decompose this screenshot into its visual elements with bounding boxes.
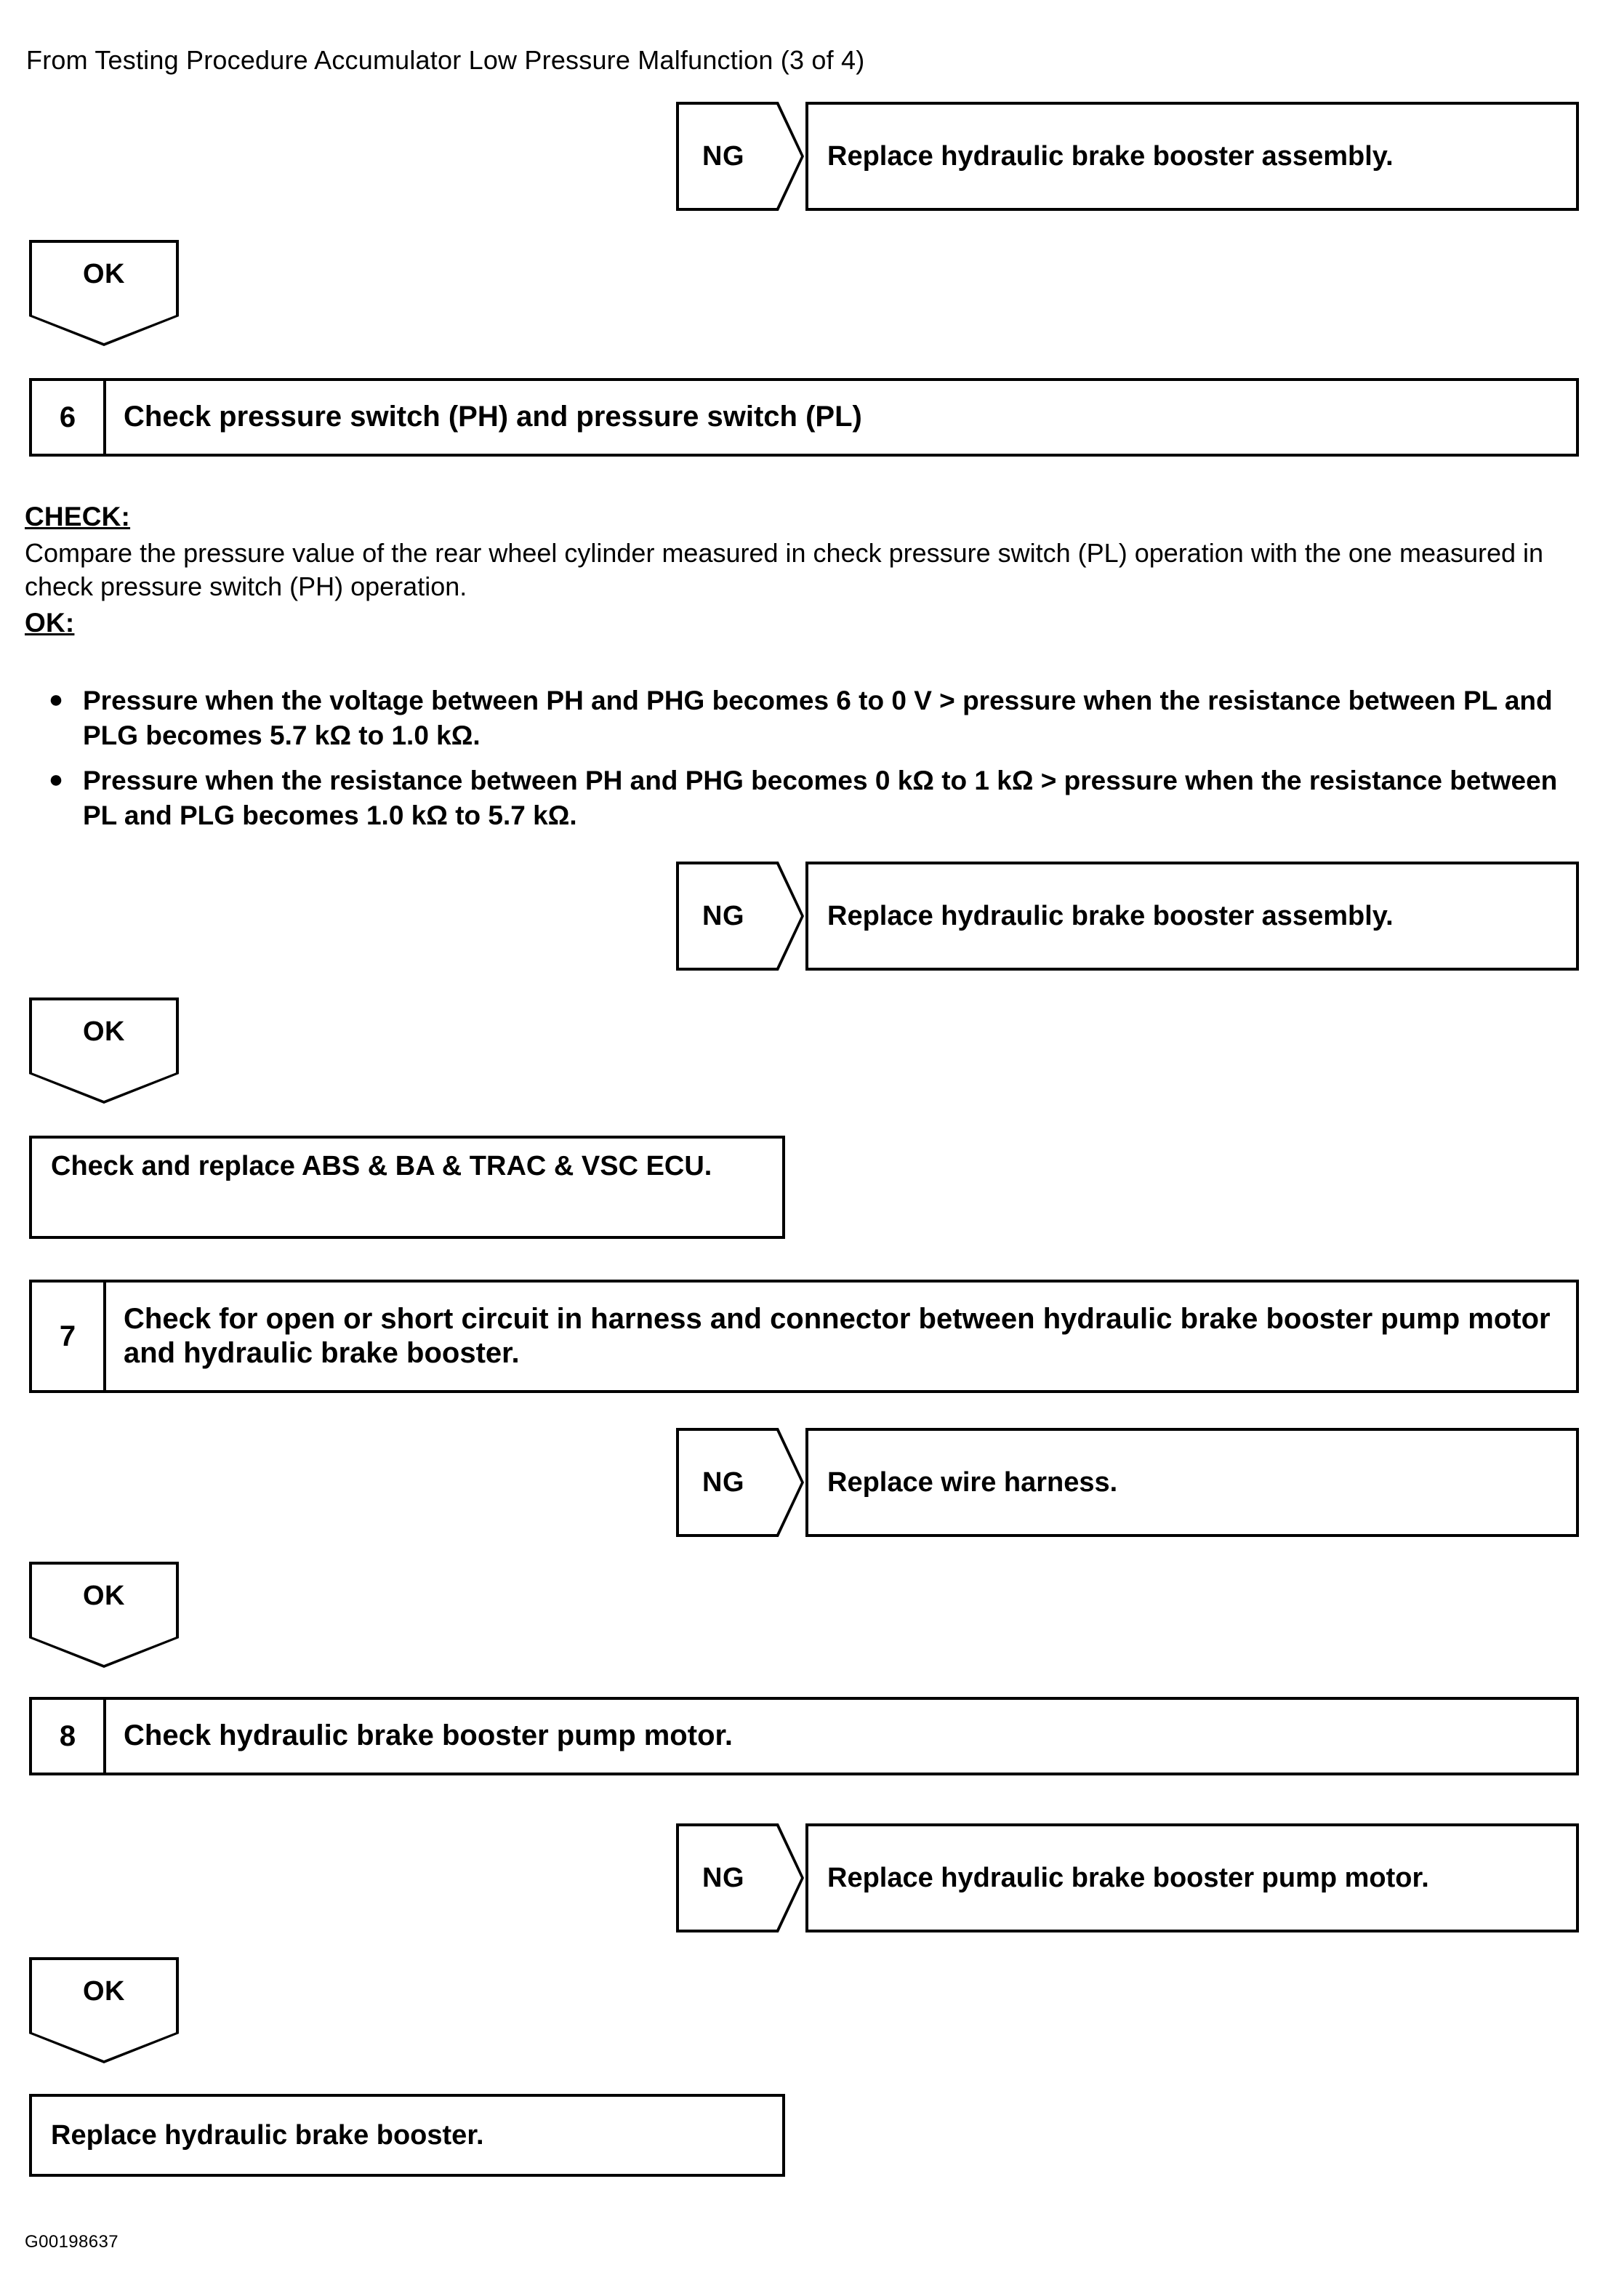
ok-bullet-1: Pressure when the voltage between PH and… bbox=[83, 686, 1553, 751]
check-body: Compare the pressure value of the rear w… bbox=[25, 538, 1544, 602]
step-6-title: Check pressure switch (PH) and pressure … bbox=[124, 401, 862, 433]
ok-arrow-3-label: OK bbox=[83, 1581, 125, 1611]
ng-result-box-1: Replace hydraulic brake booster assembly… bbox=[805, 102, 1579, 211]
ng-arrow-3: NG bbox=[676, 1428, 804, 1537]
ng-result-box-2: Replace hydraulic brake booster assembly… bbox=[805, 862, 1579, 971]
final-result-box: Replace hydraulic brake booster. bbox=[29, 2094, 785, 2177]
step-7-number: 7 bbox=[32, 1283, 106, 1390]
ng-result-text-2: Replace hydraulic brake booster assembly… bbox=[827, 900, 1394, 931]
check-heading: CHECK: bbox=[25, 502, 131, 531]
step-7-title: Check for open or short circuit in harne… bbox=[124, 1302, 1551, 1369]
ng-result-box-4: Replace hydraulic brake booster pump mot… bbox=[805, 1823, 1579, 1932]
ecu-box-text: Check and replace ABS & BA & TRAC & VSC … bbox=[51, 1151, 712, 1181]
ecu-box: Check and replace ABS & BA & TRAC & VSC … bbox=[29, 1136, 785, 1239]
ok-bullet-2: Pressure when the resistance between PH … bbox=[83, 766, 1558, 831]
ng-result-text-1: Replace hydraulic brake booster assembly… bbox=[827, 140, 1394, 172]
ng-arrow-2-label: NG bbox=[702, 900, 744, 931]
ng-arrow-4-label: NG bbox=[702, 1862, 744, 1893]
step-8: 8 Check hydraulic brake booster pump mot… bbox=[29, 1697, 1579, 1775]
ok-arrow-1-label: OK bbox=[83, 259, 125, 289]
check-section: CHECK: Compare the pressure value of the… bbox=[25, 502, 1588, 638]
ng-result-text-4: Replace hydraulic brake booster pump mot… bbox=[827, 1862, 1429, 1893]
ok-arrow-2-label: OK bbox=[83, 1016, 125, 1047]
ng-result-text-3: Replace wire harness. bbox=[827, 1466, 1118, 1498]
page-header: From Testing Procedure Accumulator Low P… bbox=[26, 45, 865, 75]
ok-arrow-2: OK bbox=[29, 998, 179, 1104]
ng-arrow-1: NG bbox=[676, 102, 804, 211]
bullet-dot-icon: ● bbox=[48, 686, 64, 713]
step-8-title: Check hydraulic brake booster pump motor… bbox=[124, 1719, 733, 1752]
ok-arrow-1: OK bbox=[29, 240, 179, 346]
ng-result-box-3: Replace wire harness. bbox=[805, 1428, 1579, 1537]
footer-code: G00198637 bbox=[25, 2232, 119, 2252]
final-result-text: Replace hydraulic brake booster. bbox=[51, 2119, 484, 2151]
ok-bullet-list: ● Pressure when the voltage between PH a… bbox=[29, 683, 1585, 838]
ok-heading: OK: bbox=[25, 608, 75, 638]
step-8-number: 8 bbox=[32, 1700, 106, 1773]
list-item: ● Pressure when the voltage between PH a… bbox=[29, 683, 1585, 753]
ng-arrow-4: NG bbox=[676, 1823, 804, 1932]
ng-arrow-1-label: NG bbox=[702, 140, 744, 172]
step-6-number: 6 bbox=[32, 381, 106, 454]
ng-arrow-3-label: NG bbox=[702, 1466, 744, 1498]
ok-arrow-4-label: OK bbox=[83, 1976, 125, 2007]
ng-arrow-2: NG bbox=[676, 862, 804, 971]
step-6: 6 Check pressure switch (PH) and pressur… bbox=[29, 378, 1579, 457]
list-item: ● Pressure when the resistance between P… bbox=[29, 763, 1585, 833]
ok-arrow-4: OK bbox=[29, 1957, 179, 2063]
ok-arrow-3: OK bbox=[29, 1562, 179, 1668]
step-7: 7 Check for open or short circuit in har… bbox=[29, 1280, 1579, 1393]
bullet-dot-icon: ● bbox=[48, 766, 64, 794]
